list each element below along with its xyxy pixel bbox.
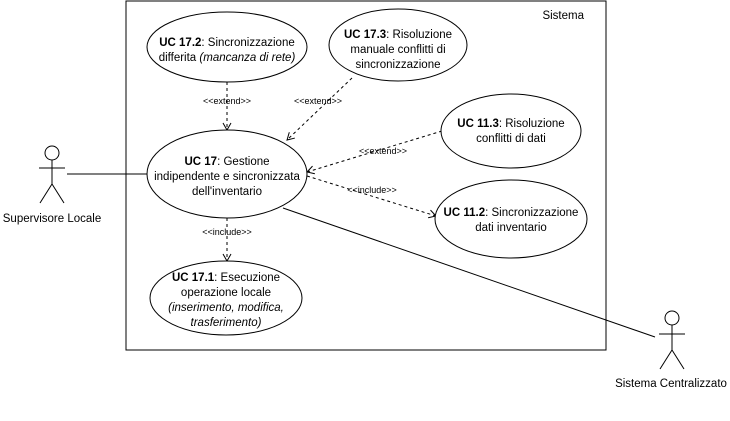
actor-supervisore-leg-right (51, 183, 65, 204)
uc-17-line1: UC 17: Gestione (184, 156, 269, 168)
uc-17-2-line2: differita (mancanza di rete) (159, 52, 296, 64)
use-case-17-1[interactable] (149, 260, 303, 336)
uc-17-2-line1: UC 17.2: Sincronizzazione (159, 37, 295, 49)
uc-17-1-line1: UC 17.1: Esecuzione (172, 272, 280, 284)
uc-17-line2: indipendente e sincronizzata (154, 171, 300, 183)
uc-11-2-line2: dati inventario (475, 222, 547, 234)
uc-11-3-line1: UC 11.3: Risoluzione (457, 118, 564, 130)
actor-centralizzato-head (664, 310, 680, 326)
actor-supervisore-leg-left (39, 183, 53, 204)
include-112-arrow (306, 175, 437, 219)
use-case-11-3[interactable] (440, 93, 582, 169)
uc-17-3-line3: sincronizzazione (355, 59, 440, 71)
uc-11-3-line2: conflitti di dati (476, 133, 546, 145)
association-central (282, 207, 656, 338)
uc-17-line3: dell'inventario (192, 186, 262, 198)
uc-17-3-line2: manuale conflitti di (350, 44, 445, 56)
extend-173-arrow (286, 77, 353, 141)
uc-11-2-line1: UC 11.2: Sincronizzazione (444, 207, 579, 219)
uc-17-3-line1: UC 17.3: Risoluzione (344, 29, 452, 41)
use-case-11-2[interactable] (434, 179, 588, 259)
use-case-17-3[interactable] (328, 8, 468, 82)
include-171-label: <<include>> (202, 227, 252, 237)
include-112-label: <<include>> (347, 185, 397, 195)
actor-supervisore-head (44, 145, 60, 161)
actor-centralizzato-leg-left (659, 349, 673, 370)
uc-17-1-line4: trasferimento) (191, 317, 262, 329)
use-case-17[interactable] (146, 129, 308, 219)
use-case-17-2[interactable] (146, 11, 308, 83)
actor-supervisore-locale[interactable] (39, 145, 65, 204)
actor-supervisore-label: Supervisore Locale (3, 213, 101, 225)
extend-113-label: <<extend>> (359, 146, 407, 156)
system-label: Sistema (542, 10, 584, 22)
actor-centralizzato-label: Sistema Centralizzato (615, 378, 727, 390)
uc-17-1-line3: (inserimento, modifica, (168, 302, 284, 314)
actor-centralizzato-leg-right (671, 349, 685, 370)
uc-17-1-line2: operazione locale (181, 287, 271, 299)
extend-173-label: <<extend>> (294, 96, 342, 106)
extend-172-label: <<extend>> (203, 96, 251, 106)
actor-sistema-centralizzato[interactable] (659, 310, 685, 370)
